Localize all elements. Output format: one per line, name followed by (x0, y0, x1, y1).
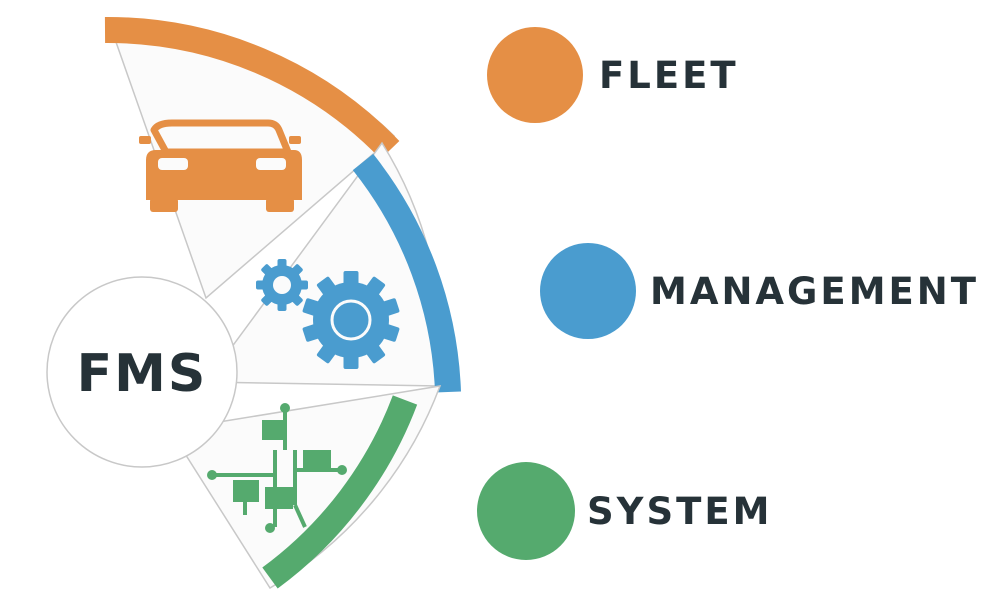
segment-fleet-arc (104, 16, 400, 160)
segment-system-arc (262, 395, 418, 589)
segment-fleet (104, 16, 400, 300)
legend-management-label: MANAGEMENT (650, 269, 979, 313)
legend-system: SYSTEM (477, 462, 772, 560)
fleet-dot (487, 27, 583, 123)
legend-system-label: SYSTEM (587, 489, 773, 533)
segment-management (204, 141, 461, 393)
legend-management: MANAGEMENT (540, 243, 979, 339)
circuit-icon (207, 403, 347, 533)
legend-fleet: FLEET (487, 27, 739, 123)
management-dot (540, 243, 636, 339)
legend-fleet-label: FLEET (599, 53, 739, 97)
gears-icon (256, 259, 400, 369)
center-hub: FMS (46, 276, 238, 468)
center-label: FMS (77, 344, 208, 404)
car-icon (139, 119, 302, 212)
segment-system (168, 385, 442, 590)
center-circle (46, 276, 238, 468)
system-dot (477, 462, 575, 560)
segment-management-arc (352, 153, 461, 393)
